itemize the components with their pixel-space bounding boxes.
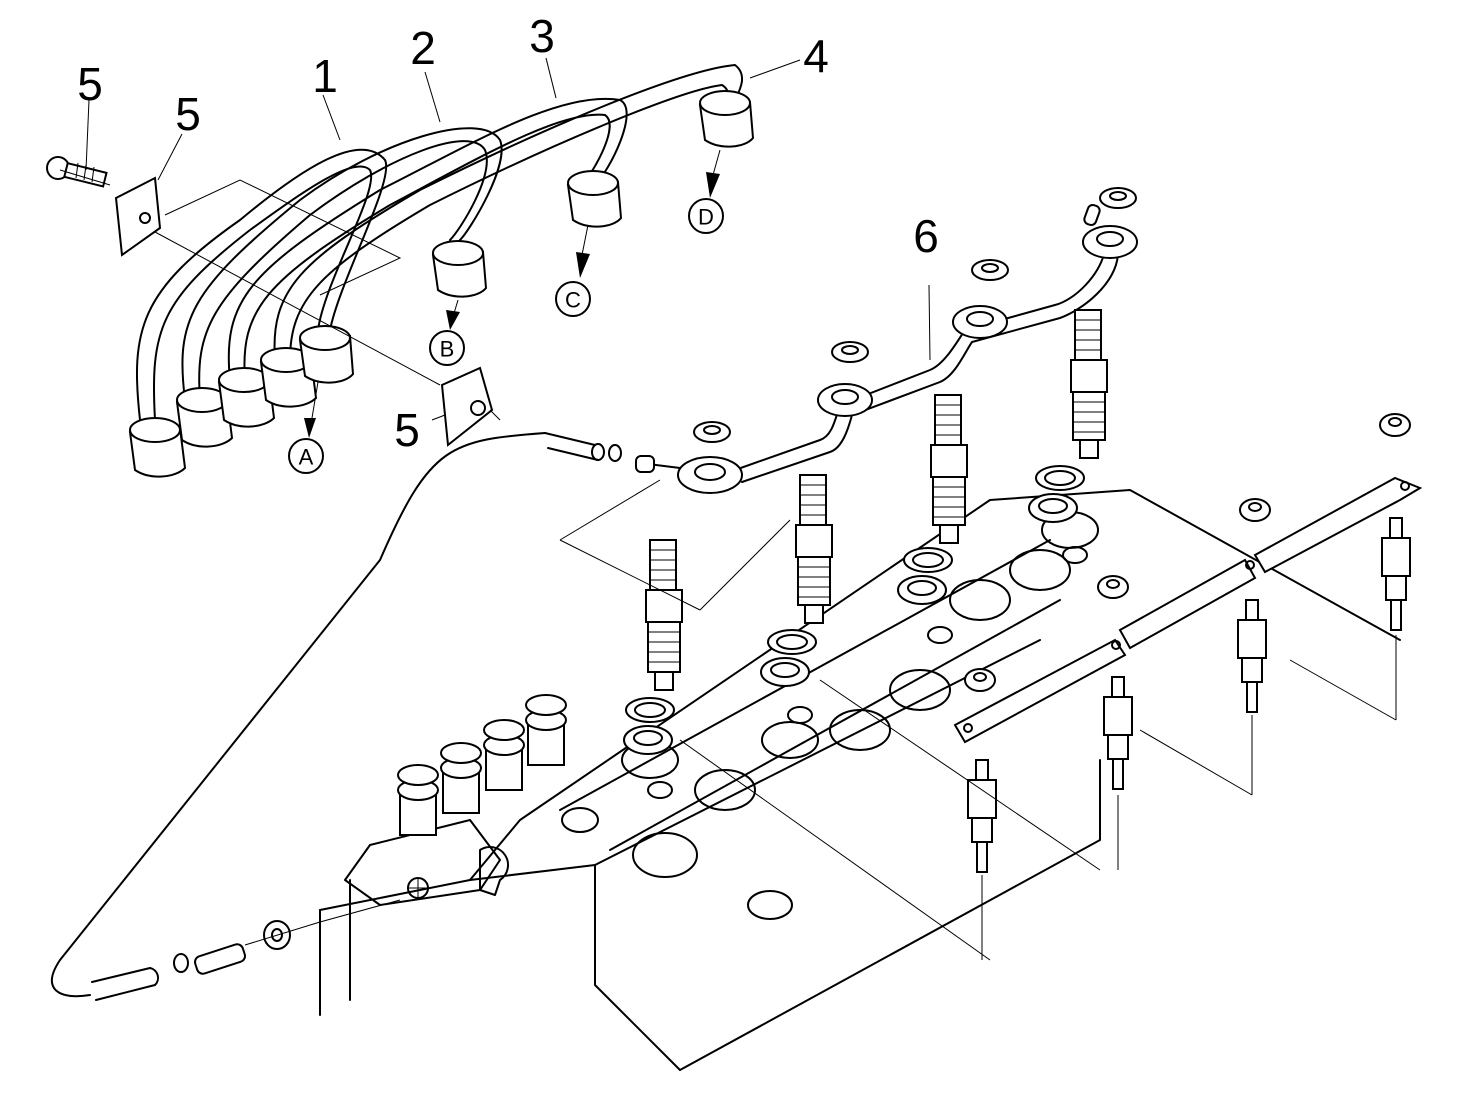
ref-marker-d: D [688, 198, 724, 234]
head-port [949, 579, 1011, 621]
injector-seal [767, 629, 817, 655]
pipe-nut [566, 170, 623, 228]
busbar-nut [1239, 498, 1271, 522]
callout-2: 2 [410, 22, 436, 74]
glow-plug-busbar [953, 476, 1423, 744]
busbar-nut [1097, 575, 1129, 599]
banjo-eye [1082, 225, 1138, 259]
head-port [747, 890, 793, 920]
injection-pipe-1 [135, 148, 388, 421]
injector [1070, 309, 1108, 459]
injector-seal [623, 725, 673, 755]
head-port [761, 721, 819, 759]
injector-seal [1028, 493, 1078, 523]
injector [645, 539, 683, 691]
head-port [561, 807, 599, 833]
head-port [694, 769, 756, 811]
callout-5-bolt: 5 [77, 58, 103, 110]
return-hose [50, 432, 605, 1001]
callout-5-clamp-upper: 5 [175, 88, 201, 140]
leak-off-nut [693, 421, 731, 443]
ref-marker-b: B [429, 330, 465, 366]
svg-text:A: A [299, 445, 314, 470]
pipe-nut [698, 90, 755, 148]
leak-off-pipe [635, 249, 1119, 483]
pipe-clamp-lower [440, 366, 494, 447]
pump-outlet [525, 694, 567, 766]
pipe-nut [431, 240, 488, 298]
pump-tab [479, 845, 509, 896]
leak-off-nut [1099, 187, 1137, 209]
pipe-nut [298, 325, 355, 384]
injection-pipe-4 [273, 64, 744, 361]
leak-off-nut [831, 341, 869, 363]
svg-text:D: D [698, 205, 714, 230]
head-port [632, 832, 698, 878]
injection-pipe-2 [181, 127, 503, 401]
injector-seal [903, 547, 953, 573]
pump-outlet [483, 719, 525, 791]
pump-outlet [397, 764, 439, 836]
head-port [829, 709, 891, 751]
glow-plug [967, 759, 997, 873]
busbar-nut [964, 668, 996, 692]
callout-leaders [85, 57, 931, 421]
callout-1: 1 [312, 50, 338, 102]
banjo-eye [817, 383, 873, 417]
pump-outlet [440, 742, 482, 814]
injection-pump [344, 694, 567, 1001]
head-port [1009, 549, 1071, 591]
pipe-nut [175, 387, 234, 448]
pipe-nut [217, 367, 276, 428]
svg-text:C: C [565, 288, 581, 313]
callout-6: 6 [913, 210, 939, 262]
glow-plug [1381, 517, 1411, 631]
injector-seal [625, 697, 675, 723]
busbar-nut [1379, 413, 1411, 437]
injector-seal [760, 657, 810, 687]
banjo-fitting [194, 899, 401, 975]
injector [930, 394, 968, 544]
banjo-eye [952, 305, 1008, 339]
head-port [889, 669, 951, 711]
pipe-clamp-upper [114, 176, 162, 257]
clamp-bolt [46, 156, 108, 188]
injector [795, 474, 833, 624]
glow-plug [1237, 599, 1267, 713]
injection-pipe-3 [227, 97, 628, 381]
glow-plug [1103, 676, 1133, 790]
hose-clip [173, 444, 622, 973]
callout-4: 4 [803, 30, 829, 82]
ref-marker-c: C [555, 281, 591, 317]
callout-3: 3 [529, 10, 555, 62]
pipe-nut [128, 417, 187, 478]
ref-arrow [304, 149, 721, 438]
svg-text:B: B [440, 337, 455, 362]
injector-seal [897, 575, 947, 605]
leak-off-nut [971, 259, 1009, 281]
ref-marker-a: A [288, 438, 324, 474]
banjo-eye [677, 456, 743, 494]
callout-5-clamp-lower: 5 [394, 404, 420, 456]
injector-seal [1035, 465, 1085, 491]
